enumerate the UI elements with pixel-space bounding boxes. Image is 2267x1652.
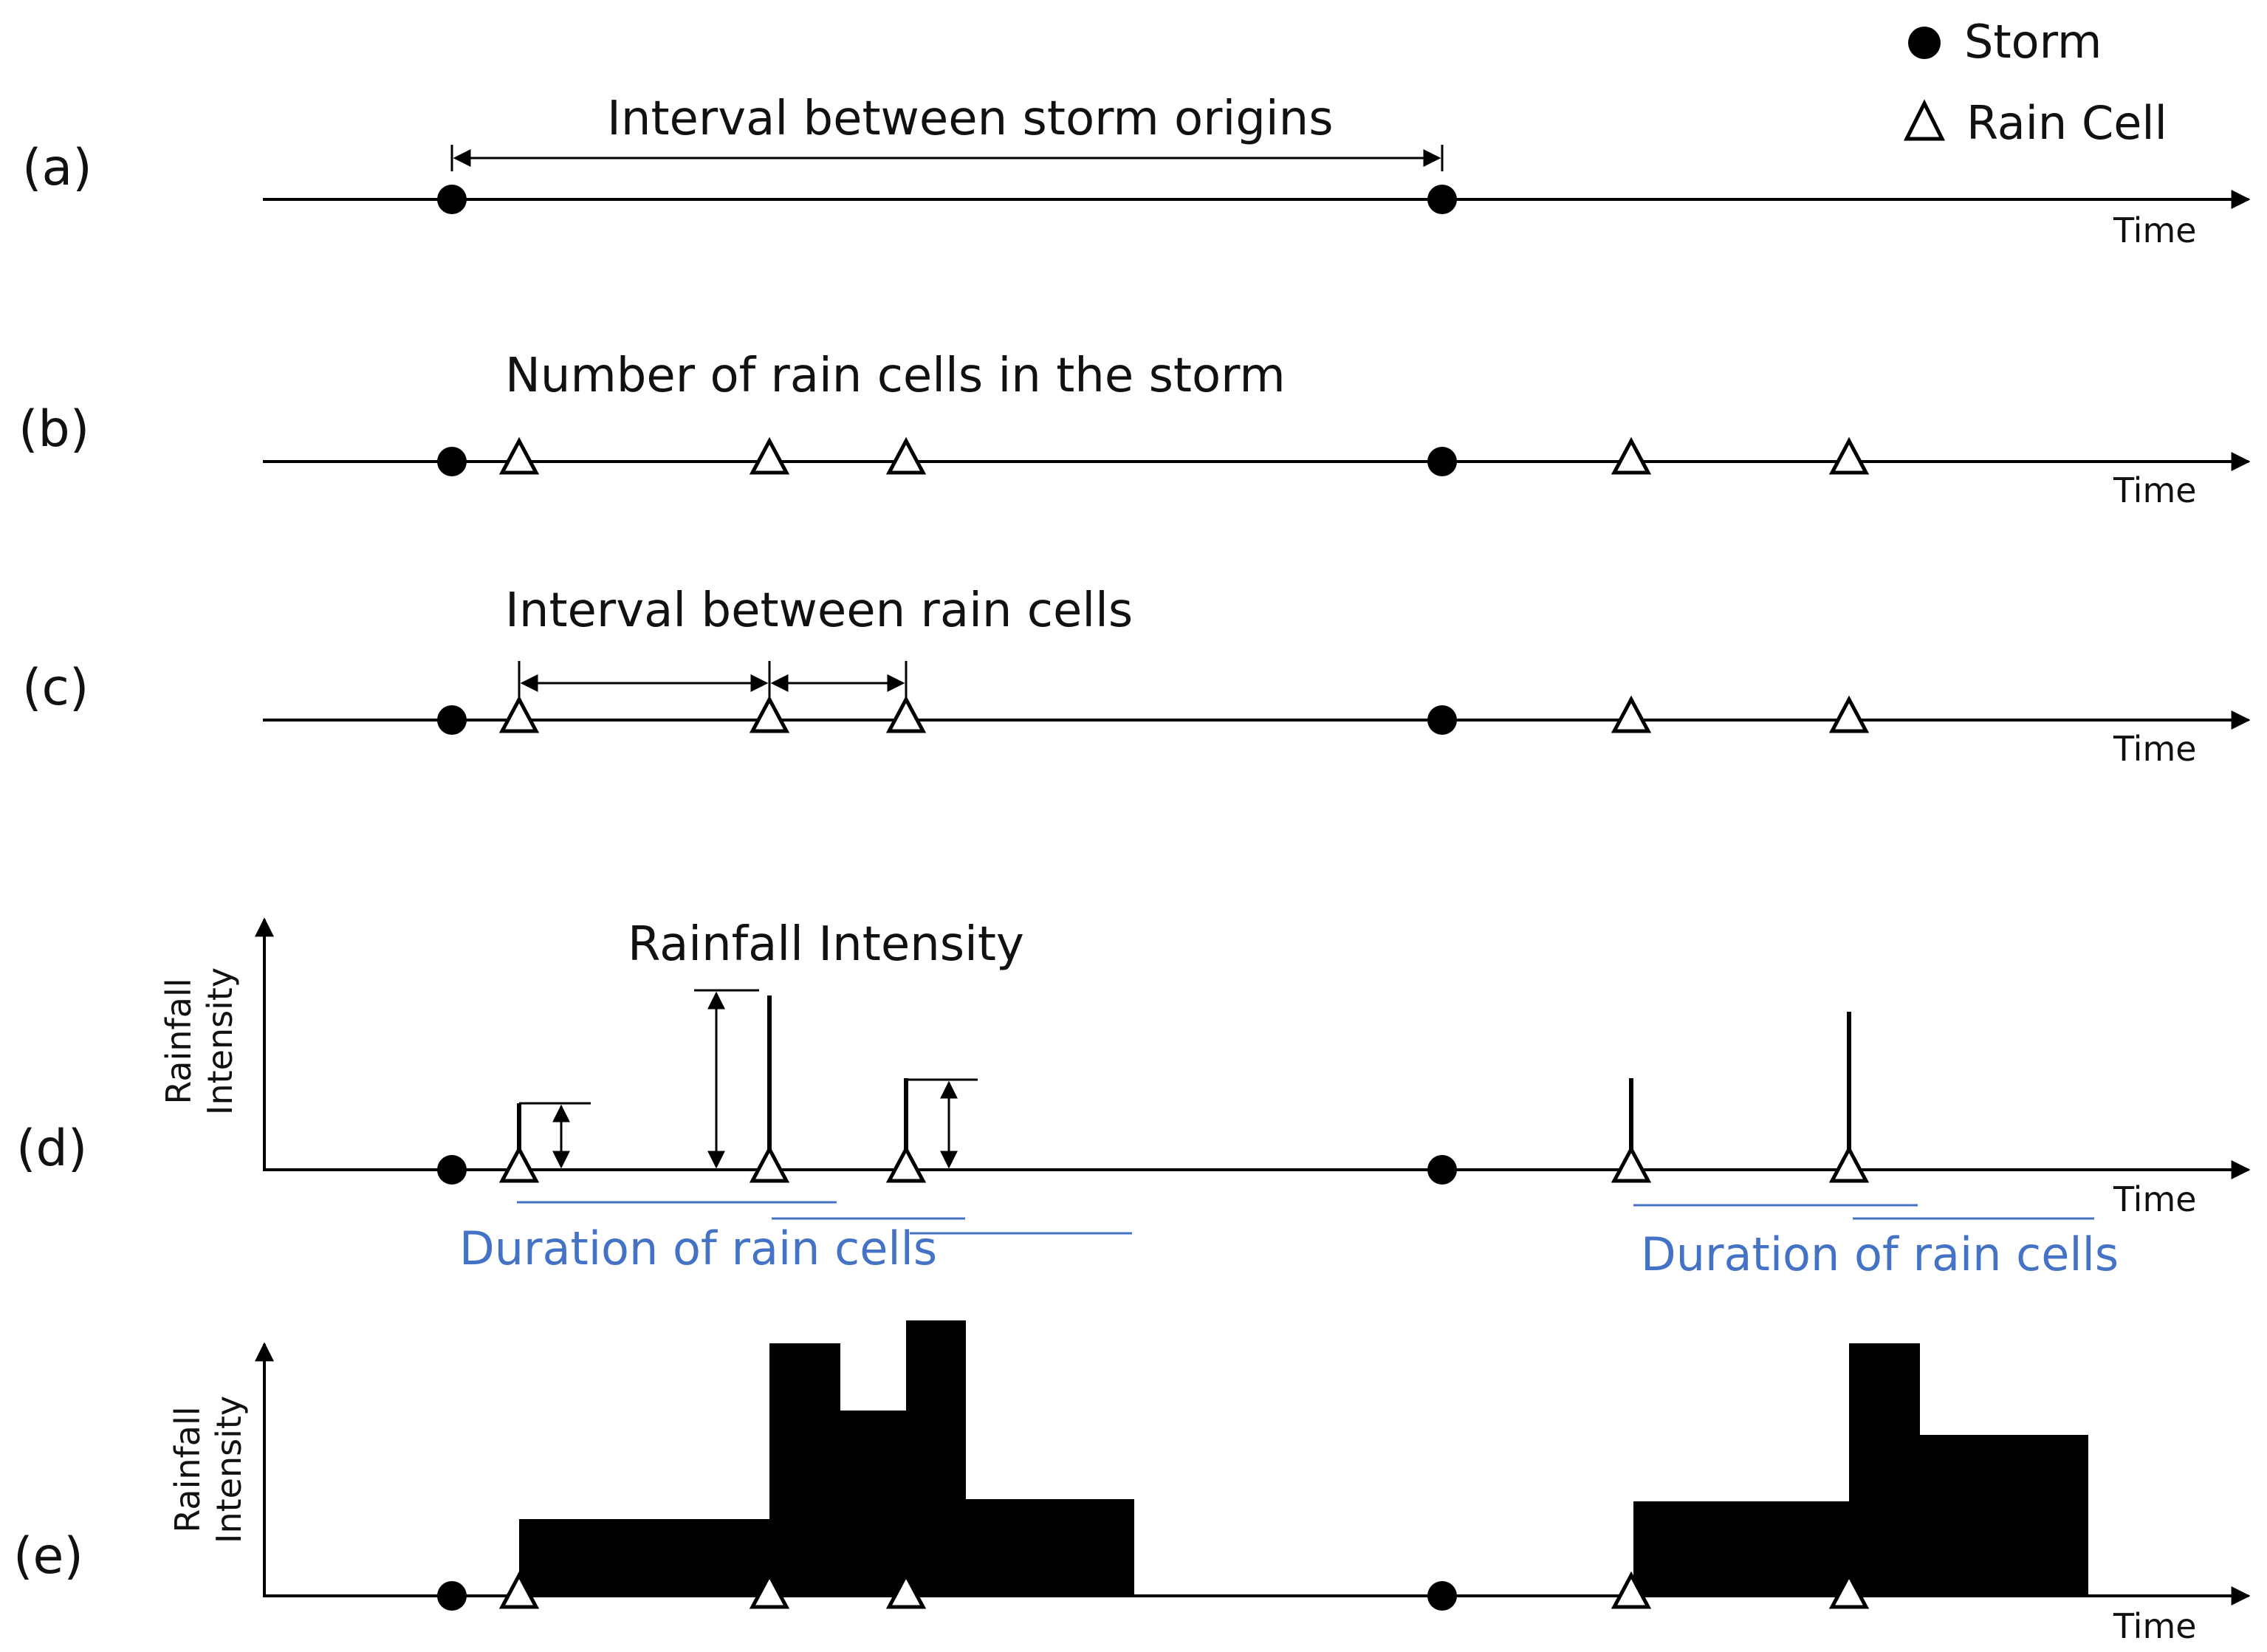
storm-marker: [1427, 1581, 1457, 1611]
rain-cell-marker: [1611, 695, 1652, 733]
rain-cell-marker: [498, 695, 540, 733]
rain-cell-marker: [1828, 1571, 1870, 1609]
rain-cell-marker: [749, 1571, 790, 1609]
rain-cell-marker: [885, 1145, 927, 1183]
panel-d-y-axis-label: Rainfall Intensity: [159, 967, 240, 1115]
storm-marker: [437, 185, 467, 214]
panel-e-y-axis-label-line1: Rainfall: [168, 1406, 208, 1532]
rain-cell-marker: [1828, 436, 1870, 475]
rain-cell-legend-label: Rain Cell: [1966, 96, 2167, 150]
rain-cell-marker: [498, 436, 540, 475]
panel-b-caption: Number of rain cells in the storm: [505, 349, 1286, 403]
panel-a-tag: (a): [22, 139, 92, 197]
panel-d: (d) Rainfall Intensity Time Rainfall Int…: [16, 917, 2251, 1281]
duration-label-left: Duration of rain cells: [459, 1221, 937, 1275]
aggregated-intensity-block: [1920, 1435, 2088, 1596]
storm-marker: [437, 705, 467, 735]
aggregated-intensity-block: [519, 1519, 769, 1596]
panel-b: (b) Number of rain cells in the storm Ti…: [18, 349, 2251, 510]
rain-cell-marker: [1828, 1145, 1870, 1183]
storm-legend-label: Storm: [1964, 15, 2102, 69]
panel-a-time-label: Time: [2113, 210, 2197, 250]
panel-e-time-label: Time: [2113, 1606, 2197, 1646]
rain-cell-marker: [498, 1571, 540, 1609]
panel-e-tag: (e): [13, 1527, 83, 1586]
storm-marker: [437, 1581, 467, 1611]
panel-d-y-axis-label-line2: Intensity: [200, 967, 240, 1115]
aggregated-intensity-block: [1633, 1501, 1849, 1596]
panel-c-caption: Interval between rain cells: [505, 583, 1133, 638]
rain-cell-marker: [1611, 1145, 1652, 1183]
panel-c: (c) Interval between rain cells Time: [22, 583, 2251, 769]
aggregated-intensity-block: [1849, 1343, 1920, 1596]
aggregated-intensity-block: [840, 1411, 906, 1596]
duration-label-right: Duration of rain cells: [1641, 1227, 2119, 1281]
aggregated-intensity-block: [906, 1320, 966, 1596]
storm-marker: [1427, 185, 1457, 214]
storm-marker: [1427, 447, 1457, 476]
rain-cell-marker: [885, 695, 927, 733]
panel-a: (a) Time Interval between storm origins: [22, 92, 2251, 250]
rain-cell-marker: [1611, 1571, 1652, 1609]
panel-c-tag: (c): [22, 659, 89, 717]
rain-cell-marker: [885, 1571, 927, 1609]
rain-cell-marker: [498, 1145, 540, 1183]
storm-marker: [437, 447, 467, 476]
legend: Storm Rain Cell: [1903, 15, 2167, 150]
rain-cell-marker: [885, 436, 927, 475]
rain-cell-marker: [749, 1145, 790, 1183]
panel-a-caption: Interval between storm origins: [607, 92, 1334, 146]
aggregated-intensity-block: [769, 1343, 840, 1596]
panel-b-time-label: Time: [2113, 470, 2197, 510]
rain-cell-legend-icon: [1903, 99, 1946, 141]
panel-d-tag: (d): [16, 1120, 87, 1178]
storm-legend-icon: [1908, 27, 1941, 59]
storm-marker: [437, 1155, 467, 1185]
rain-cell-marker: [1611, 436, 1652, 475]
aggregated-intensity-block: [966, 1499, 1134, 1596]
rain-cell-marker: [1828, 695, 1870, 733]
panel-b-tag: (b): [18, 400, 89, 459]
panel-c-time-label: Time: [2113, 729, 2197, 769]
rain-cell-marker: [749, 436, 790, 475]
panel-d-y-axis-label-line1: Rainfall: [159, 978, 199, 1104]
rain-cell-marker: [749, 695, 790, 733]
panel-d-caption: Rainfall Intensity: [628, 917, 1024, 972]
storm-marker: [1427, 1155, 1457, 1185]
panel-e-y-axis-label-line2: Intensity: [209, 1396, 249, 1543]
storm-marker: [1427, 705, 1457, 735]
panel-d-time-label: Time: [2113, 1179, 2197, 1219]
panel-e: (e) Rainfall Intensity Time: [13, 1320, 2251, 1646]
panel-e-y-axis-label: Rainfall Intensity: [168, 1396, 249, 1543]
